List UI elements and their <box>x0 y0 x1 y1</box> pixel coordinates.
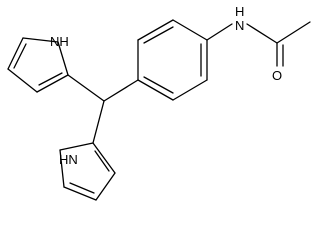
double-bond-inner <box>69 182 95 194</box>
atom-label-nh-top: NH <box>50 34 69 49</box>
bond <box>7 37 24 70</box>
bond <box>92 142 116 174</box>
bond <box>36 74 69 93</box>
atom-label-n: N <box>235 18 244 33</box>
bond <box>103 79 139 102</box>
benzene-ring <box>137 19 208 101</box>
bond <box>95 172 116 201</box>
pyrrole-ring-top <box>7 37 69 93</box>
double-bond-inner <box>13 43 27 69</box>
chemical-structure-diagram: NH HN H N O <box>7 4 311 201</box>
bond <box>7 68 38 93</box>
double-bond-inner <box>94 150 110 172</box>
bond <box>137 79 174 101</box>
bond <box>206 23 233 41</box>
double-bond-inner <box>143 76 174 94</box>
bond <box>137 19 174 41</box>
bond <box>59 142 94 151</box>
acetamide-group <box>206 21 311 67</box>
atom-label-hn-bottom: HN <box>59 152 78 167</box>
bond <box>57 41 69 76</box>
bond <box>67 74 105 102</box>
double-bond-inner <box>38 72 63 86</box>
atom-label-h: H <box>235 4 244 19</box>
bond <box>63 186 97 201</box>
double-bond-inner <box>143 26 174 44</box>
pyrrole-ring-bottom <box>59 142 116 201</box>
bond <box>92 100 105 144</box>
bond <box>172 19 208 41</box>
bond <box>22 37 59 43</box>
bond <box>59 149 65 188</box>
methine-bridge <box>67 74 139 144</box>
bond <box>172 79 208 101</box>
bond <box>246 23 278 44</box>
atom-label-o: O <box>272 68 282 83</box>
bond <box>276 21 311 44</box>
